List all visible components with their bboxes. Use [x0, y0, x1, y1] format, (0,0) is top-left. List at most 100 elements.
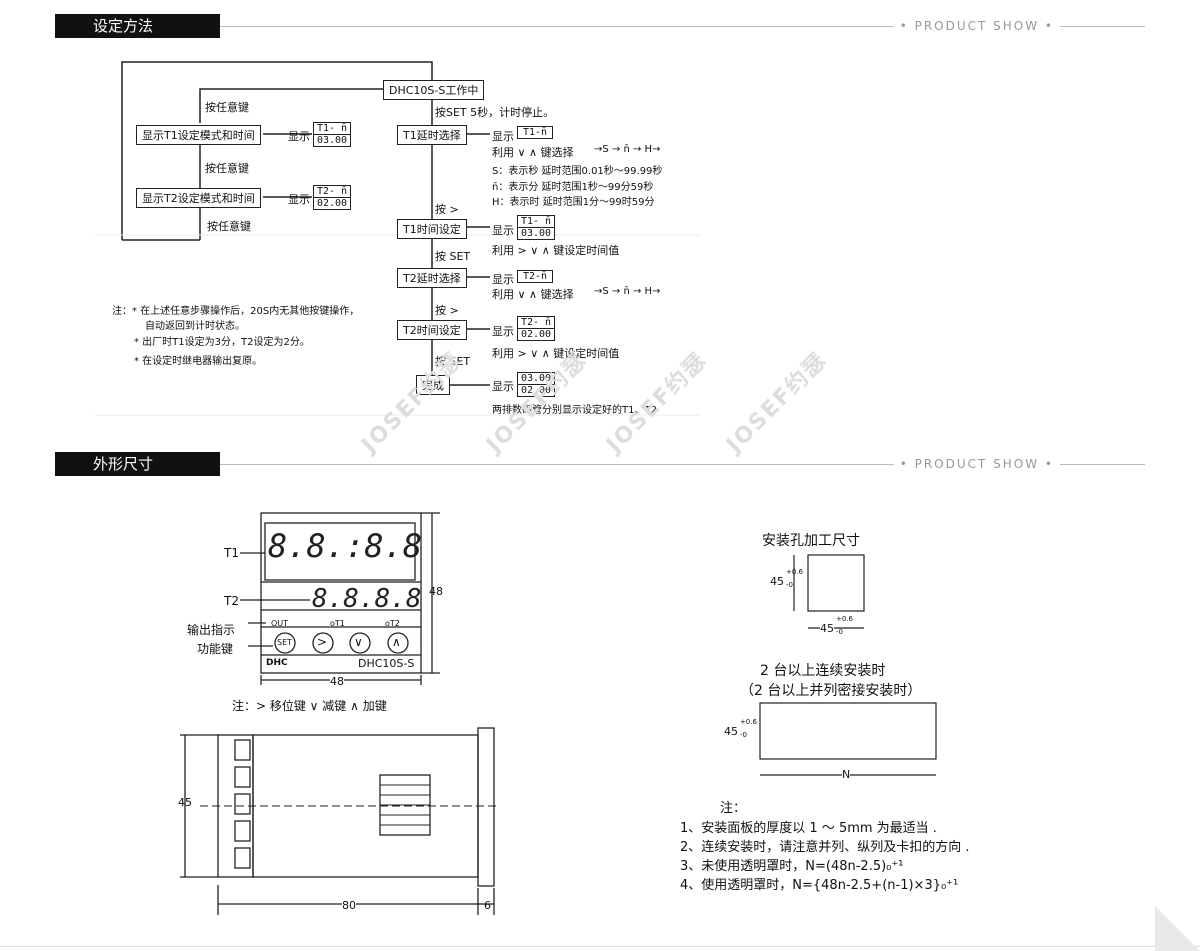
t2-digits: 8.8.8.8 — [312, 584, 422, 614]
tolerance-minus: -0 — [836, 628, 843, 636]
t1-digits: 8.8.:8.8 — [268, 527, 423, 565]
cutout-height: 45 — [770, 575, 784, 588]
dim-height: 48 — [429, 585, 443, 598]
display-top: T1-n̄ — [522, 127, 548, 138]
label-use-select: 利用 ∨ ∧ 键选择 — [492, 288, 574, 301]
section-title-dimensions: 外形尺寸 — [55, 452, 220, 476]
display-top: T2- n̄ — [316, 186, 348, 197]
product-show-label: • PRODUCT SHOW • — [893, 457, 1060, 471]
multi-height: 45 — [724, 725, 738, 738]
down-key-icon: ∨ — [354, 635, 363, 649]
flowchart-lines — [95, 61, 700, 416]
tolerance-minus: -0 — [740, 731, 747, 739]
state-done: 完成 — [416, 375, 450, 395]
label-press-set: 按 SET — [435, 250, 471, 263]
dim-side-height: 45 — [178, 796, 192, 809]
note-3: * 在设定时继电器输出复原。 — [134, 356, 263, 367]
label-any-key: 按任意键 — [207, 220, 251, 233]
label-any-key: 按任意键 — [205, 101, 249, 114]
label-display: 显示 — [288, 130, 310, 143]
label-press-right: 按 > — [435, 203, 459, 216]
desc-seconds: S：表示秒 延时范围0.01秒～99.99秒 — [492, 166, 663, 177]
label-display: 显示 — [492, 380, 514, 393]
label-use-select: 利用 ∨ ∧ 键选择 — [492, 146, 574, 159]
display-bottom: 03.00 — [518, 227, 554, 239]
desc-minutes: n̄：表示分 延时范围1秒～99分59秒 — [492, 182, 654, 193]
display-t2-select: T2-n̄ — [517, 270, 553, 283]
label-t1: T1 — [224, 546, 239, 560]
label-display: 显示 — [492, 325, 514, 338]
label-display: 显示 — [492, 130, 514, 143]
cutout-drawing — [793, 554, 865, 629]
state-t1-time-set: T1时间设定 — [397, 219, 467, 239]
state-working: DHC10S-S工作中 — [383, 80, 485, 100]
indicator-t1: oT1 — [330, 619, 345, 628]
tolerance-minus: -0 — [786, 581, 793, 589]
label-press-right: 按 > — [435, 304, 459, 317]
dim-width: 48 — [330, 675, 344, 688]
label-press-set: 按SET 5秒，计时停止。 — [435, 106, 555, 119]
product-show-label: • PRODUCT SHOW • — [893, 19, 1060, 33]
display-top: T1- n̄ — [520, 216, 552, 227]
mount-note: 2、连续安装时，请注意并列、纵列及卡扣的方向 . — [680, 840, 970, 855]
multi-cutout-drawing — [759, 702, 937, 776]
mount-note: 1、安装面板的厚度以 1 ～ 5mm 为最适当 . — [680, 821, 937, 836]
label-t2: T2 — [224, 594, 239, 608]
cycle-s-n-h: →S → n̄ → H→ — [594, 144, 661, 155]
up-key-icon: ∧ — [392, 635, 401, 649]
tolerance-plus: +0.6 — [836, 615, 853, 623]
desc-hours: H：表示时 延时范围1分～99时59分 — [492, 197, 655, 208]
state-t1-select: T1延时选择 — [397, 125, 467, 145]
note-1-cont: 自动返回到计时状态。 — [145, 321, 245, 332]
cutout-width: 45 — [820, 622, 834, 635]
mount-note: 3、未使用透明罩时，N=(48n-2.5)₀⁺¹ — [680, 859, 904, 874]
divider — [220, 464, 1145, 465]
display-bottom: 02.00 — [518, 384, 554, 396]
label-display: 显示 — [492, 273, 514, 286]
display-t1-select: T1-n̄ — [517, 126, 553, 139]
label-output-indicator: 输出指示 — [187, 623, 236, 637]
label-function-keys: 功能键 — [197, 642, 234, 656]
label-display: 显示 — [492, 224, 514, 237]
cutout-title: 安装孔加工尺寸 — [762, 533, 860, 549]
done-note: 两排数码管分别显示设定好的T1、T2 — [492, 405, 657, 416]
state-t2-time-set: T2时间设定 — [397, 320, 467, 340]
bottom-border — [0, 946, 1200, 947]
tolerance-plus: +0.6 — [740, 718, 757, 726]
display-top: T1- n̄ — [316, 123, 348, 134]
notes-heading: 注： — [720, 801, 747, 816]
indicator-t2: oT2 — [385, 619, 400, 628]
multi-subtitle: （2 台以上并列密接安装时） — [740, 683, 922, 699]
label-use-set-value: 利用 > ∨ ∧ 键设定时间值 — [492, 244, 620, 257]
front-panel-drawing — [240, 512, 440, 685]
dim-depth: 80 — [342, 899, 356, 912]
display-top: T2-n̄ — [522, 271, 548, 282]
indicator-out: OUT — [271, 619, 289, 628]
cycle-s-n-h: →S → n̄ → H→ — [594, 286, 661, 297]
dim-n: N — [842, 768, 851, 781]
display-bottom: 02.00 — [314, 197, 350, 209]
state-show-t1: 显示T1设定模式和时间 — [136, 125, 261, 145]
display-t2: T2- n̄02.00 — [313, 185, 351, 210]
divider — [220, 26, 1145, 27]
display-t1-time: T1- n̄03.00 — [517, 215, 555, 240]
multi-title: 2 台以上连续安装时 — [760, 663, 886, 679]
label-any-key: 按任意键 — [205, 162, 249, 175]
key-legend: 注：> 移位键 ∨ 减键 ∧ 加键 — [232, 699, 387, 713]
mount-note: 4、使用透明罩时，N={48n-2.5+(n-1)×3}₀⁺¹ — [680, 878, 959, 893]
right-key-icon: > — [317, 635, 328, 649]
display-top: T2- n̄ — [520, 317, 552, 328]
set-key: SET — [277, 638, 293, 647]
note-2: * 出厂时T1设定为3分，T2设定为2分。 — [134, 337, 310, 348]
state-show-t2: 显示T2设定模式和时间 — [136, 188, 261, 208]
model-label: DHC10S-S — [358, 657, 415, 670]
display-top: 03.00 — [520, 373, 552, 384]
display-t1: T1- n̄03.00 — [313, 122, 351, 147]
side-view-drawing — [180, 727, 500, 915]
dim-flange: 6 — [484, 899, 491, 912]
tolerance-plus: +0.6 — [786, 568, 803, 576]
page-curl — [1155, 906, 1200, 951]
display-bottom: 02.00 — [518, 328, 554, 340]
display-t2-time: T2- n̄02.00 — [517, 316, 555, 341]
